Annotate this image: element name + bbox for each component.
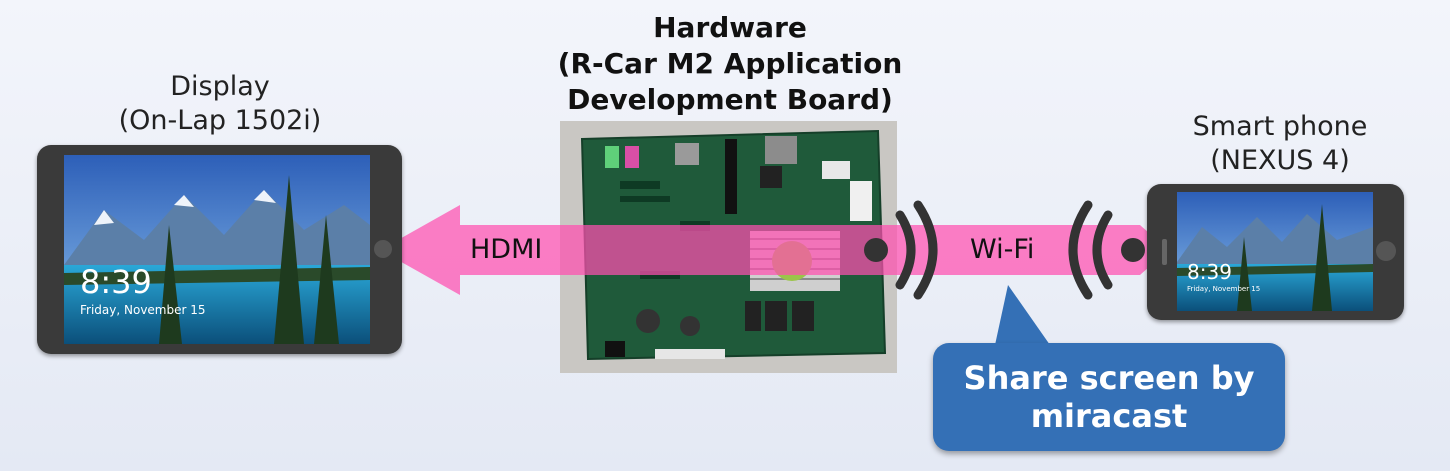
display-home-button <box>374 240 392 258</box>
display-label: Display (On-Lap 1502i) <box>80 70 360 138</box>
display-screen: 8:39 Friday, November 15 <box>64 155 370 344</box>
signal-receiver-dot <box>1121 238 1145 262</box>
hdmi-label: HDMI <box>470 234 543 265</box>
wifi-wave-right <box>1092 210 1113 290</box>
hardware-title-line3: Development Board) <box>567 83 893 116</box>
callout-pointer <box>995 285 1050 345</box>
callout-line2: miracast <box>1030 397 1188 435</box>
phone-lock-time: 8:39 <box>1187 260 1232 284</box>
phone-home-button <box>1376 241 1396 261</box>
phone-lock-date: Friday, November 15 <box>1187 285 1261 293</box>
wifi-wave-left-outer <box>913 200 938 300</box>
phone-screen: 8:39 Friday, November 15 <box>1177 192 1373 311</box>
hardware-title-line2: (R-Car M2 Application <box>557 47 903 80</box>
miracast-callout: Share screen by miracast <box>933 343 1285 451</box>
hdmi-arrow <box>380 205 1140 295</box>
phone-label-line1: Smart phone <box>1192 111 1368 142</box>
display-lock-time: 8:39 <box>80 263 152 301</box>
wifi-wave-left <box>895 210 916 290</box>
display-tablet: 8:39 Friday, November 15 <box>37 145 402 354</box>
display-label-line2: (On-Lap 1502i) <box>118 105 322 136</box>
display-lock-date: Friday, November 15 <box>80 303 206 317</box>
display-label-line1: Display <box>170 71 270 102</box>
wifi-label: Wi-Fi <box>970 234 1035 265</box>
phone-wallpaper <box>1177 192 1373 311</box>
callout-line1: Share screen by <box>963 359 1255 397</box>
smart-phone: 8:39 Friday, November 15 <box>1147 184 1404 320</box>
hardware-title: Hardware (R-Car M2 Application Developme… <box>540 10 920 118</box>
phone-label-line2: (NEXUS 4) <box>1210 145 1350 176</box>
hardware-title-line1: Hardware <box>653 11 807 44</box>
signal-source-dot <box>864 238 888 262</box>
phone-speaker <box>1162 239 1167 265</box>
display-wallpaper <box>64 155 370 344</box>
phone-label: Smart phone (NEXUS 4) <box>1150 110 1410 178</box>
wifi-wave-right-outer <box>1068 200 1093 300</box>
